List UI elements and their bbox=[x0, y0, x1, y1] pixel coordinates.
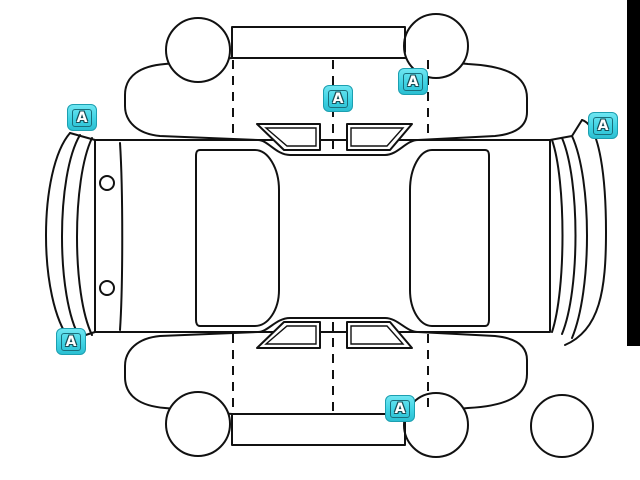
damage-marker[interactable]: A bbox=[398, 68, 428, 95]
rear-windshield bbox=[409, 149, 490, 327]
lower-left-wheel bbox=[165, 391, 231, 457]
damage-marker[interactable]: A bbox=[588, 112, 618, 139]
spare-wheel bbox=[530, 394, 594, 458]
damage-marker[interactable]: A bbox=[56, 328, 86, 355]
damage-marker-label: A bbox=[390, 399, 410, 418]
upper-left-wheel bbox=[165, 17, 231, 83]
damage-marker-label: A bbox=[328, 89, 348, 108]
hood-line bbox=[119, 142, 124, 331]
rear-bumper-outer bbox=[571, 135, 588, 339]
lower-front-window bbox=[256, 321, 321, 349]
rear-bumper-shell bbox=[564, 119, 607, 346]
rear-bumper-top-cap bbox=[549, 119, 583, 141]
damage-marker-label: A bbox=[593, 116, 613, 135]
front-bumper-inner bbox=[76, 137, 93, 336]
damage-marker-label: A bbox=[72, 108, 92, 127]
left-headlight-upper bbox=[99, 175, 115, 191]
lower-roof-strip bbox=[231, 413, 406, 446]
upper-front-window bbox=[256, 123, 321, 151]
front-bumper-middle bbox=[61, 134, 81, 339]
rear-bumper-inner bbox=[551, 139, 564, 333]
lower-rear-window bbox=[346, 321, 413, 349]
upper-rear-window bbox=[346, 123, 413, 151]
damage-marker-label: A bbox=[61, 332, 81, 351]
front-bumper-top-cap bbox=[69, 132, 96, 141]
damage-marker[interactable]: A bbox=[385, 395, 415, 422]
lower-front-window-inner bbox=[264, 325, 317, 345]
front-bumper-outer bbox=[45, 132, 71, 341]
right-edge-bar bbox=[627, 0, 640, 346]
rear-bumper-middle bbox=[561, 137, 577, 335]
damage-marker[interactable]: A bbox=[67, 104, 97, 131]
lower-rear-window-inner bbox=[350, 325, 405, 345]
upper-roof-strip bbox=[231, 26, 406, 59]
front-windshield bbox=[195, 149, 280, 327]
damage-marker-label: A bbox=[403, 72, 423, 91]
upper-front-window-inner bbox=[264, 127, 317, 147]
upper-rear-window-inner bbox=[350, 127, 405, 147]
left-headlight-lower bbox=[99, 280, 115, 296]
damage-marker[interactable]: A bbox=[323, 85, 353, 112]
